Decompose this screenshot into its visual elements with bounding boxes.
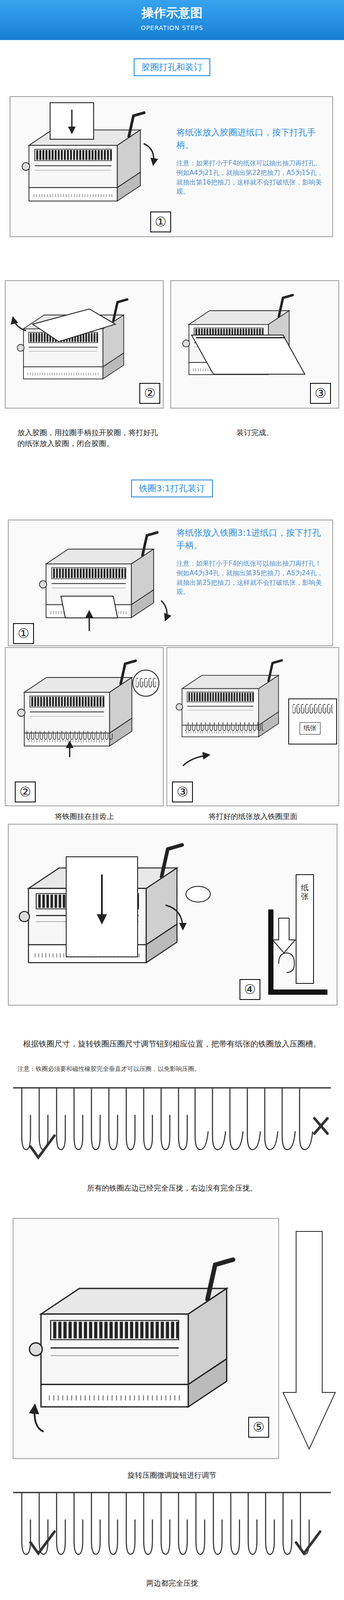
step-caption: 装订完成。	[170, 427, 339, 439]
drawing-path	[13, 317, 27, 331]
inset-label: 纸张	[299, 722, 321, 736]
instruction-text: 将纸张放入铁圈3:1进纸口，按下打孔手柄。	[176, 526, 325, 553]
step-panel	[13, 1219, 336, 1460]
drawing-path	[182, 755, 210, 767]
drawing-rect	[8, 824, 338, 1006]
drawing-circle	[132, 670, 159, 697]
step-panel	[8, 824, 338, 1006]
drawing-use	[17, 661, 136, 747]
step-panel	[166, 647, 339, 807]
step-panel	[5, 647, 164, 807]
drawing-use	[29, 1260, 234, 1408]
drawing-polygon	[50, 102, 94, 140]
callout-number: ③	[172, 782, 193, 803]
drawing-use	[17, 299, 128, 380]
note-text: 注意：铁圈必须要和磁性橡胶完全垂直才可以压圈，以免影响压圈。	[17, 1065, 327, 1074]
instruction-text: 将纸张放入胶圈进纸口，按下打孔手柄。	[176, 126, 325, 152]
drawing-path	[165, 905, 183, 930]
drawing-path	[272, 918, 296, 954]
step-caption: 将打好的纸张放入铁圈里面	[166, 811, 339, 823]
drawing-rect	[191, 1088, 314, 1163]
callout-number: ①	[13, 623, 34, 645]
drawing-rect	[288, 699, 337, 745]
step-panel	[8, 520, 333, 647]
step-panel	[170, 280, 339, 409]
drawing-rect	[296, 875, 314, 985]
drawing-rect	[13, 1219, 279, 1460]
header-bar	[0, 0, 344, 41]
step-panel	[5, 280, 164, 409]
drawing-line	[195, 337, 286, 339]
drawing-path	[143, 143, 154, 165]
section-heading-box: 铁圈3:1打孔装订	[131, 479, 213, 498]
drawing-path	[283, 1232, 336, 1451]
drawing-rect	[0, 0, 344, 41]
section-heading: 铁圈3:1打孔装订	[138, 483, 206, 494]
drawing-rect	[170, 280, 339, 409]
drawing-path	[30, 1136, 55, 1159]
drawing-use	[39, 532, 158, 619]
step-caption: 放入胶圈，用拉圈手柄拉开胶圈，将打好孔的纸张放入胶圈，闭合胶圈。	[17, 427, 162, 449]
wire-comparison	[13, 1088, 331, 1163]
callout-number: ②	[139, 383, 161, 405]
callout-number: ⑤	[248, 1417, 270, 1439]
drawing-path	[34, 1406, 44, 1433]
drawing-rect	[17, 1088, 192, 1163]
drawing-use	[19, 845, 183, 964]
drawing-rect	[66, 857, 138, 958]
page-title: 操作示意图	[0, 4, 344, 23]
section-heading: 胶圈打孔和装订	[141, 61, 203, 73]
drawing-rect	[17, 1493, 314, 1559]
step-panel	[10, 96, 333, 237]
callout-number: ④	[239, 979, 261, 1001]
note-text: 注意：如果打小于F4的纸张可以抽出抽刀再打孔！例如A4为34孔，就抽出第35把抽…	[176, 559, 325, 598]
drawing-path	[161, 600, 167, 621]
drawing-polygon	[191, 335, 305, 375]
callout-number: ②	[14, 782, 36, 803]
step-caption: 所有的铁圈左边已经完全压拢，右边没有完全压拢。	[8, 1183, 336, 1195]
inset-label: 纸张	[300, 883, 309, 902]
callout-number: ①	[150, 211, 172, 233]
drawing-rect	[135, 678, 156, 688]
drawing-rect	[5, 280, 164, 409]
drawing-polygon	[32, 309, 116, 342]
drawing-path	[278, 953, 295, 974]
drawing-path	[30, 1532, 55, 1555]
drawing-rect	[26, 731, 114, 741]
drawing-line	[71, 109, 73, 133]
drawing-rect	[10, 96, 333, 237]
page-subtitle: OPERATION STEPS	[0, 23, 344, 33]
drawing-use	[175, 661, 282, 738]
drawing-rect	[8, 520, 333, 647]
drawing-path	[314, 1119, 328, 1135]
wire-comparison	[13, 1493, 331, 1559]
drawing-rect	[292, 704, 333, 715]
callout-number: ③	[310, 383, 331, 405]
drawing-rect	[5, 647, 164, 807]
step-caption: 根据铁圈尺寸，旋转铁圈压圈尺寸调节钮到相应位置，把带有纸张的铁圈放入压圈槽。	[17, 1038, 327, 1051]
section-heading-box: 胶圈打孔和装订	[133, 58, 211, 77]
drawing-rect	[166, 647, 339, 807]
note-text: 注意：如果打小于F4的纸张可以抽出抽刀再打孔。例如A4为21孔，就抽出第22把抽…	[176, 158, 325, 197]
drawing-line	[101, 875, 103, 924]
drawing-line	[88, 611, 91, 632]
step-caption: 两边都完全压拢	[8, 1578, 336, 1590]
drawing-ellipse	[185, 886, 211, 903]
drawing-rect	[185, 722, 264, 732]
step-caption: 将铁圈挂在挂齿上	[5, 811, 164, 823]
drawing-path	[296, 1532, 321, 1555]
step-caption: 旋转压圈微调旋钮进行调节	[8, 1470, 336, 1482]
drawing-line	[69, 742, 71, 758]
